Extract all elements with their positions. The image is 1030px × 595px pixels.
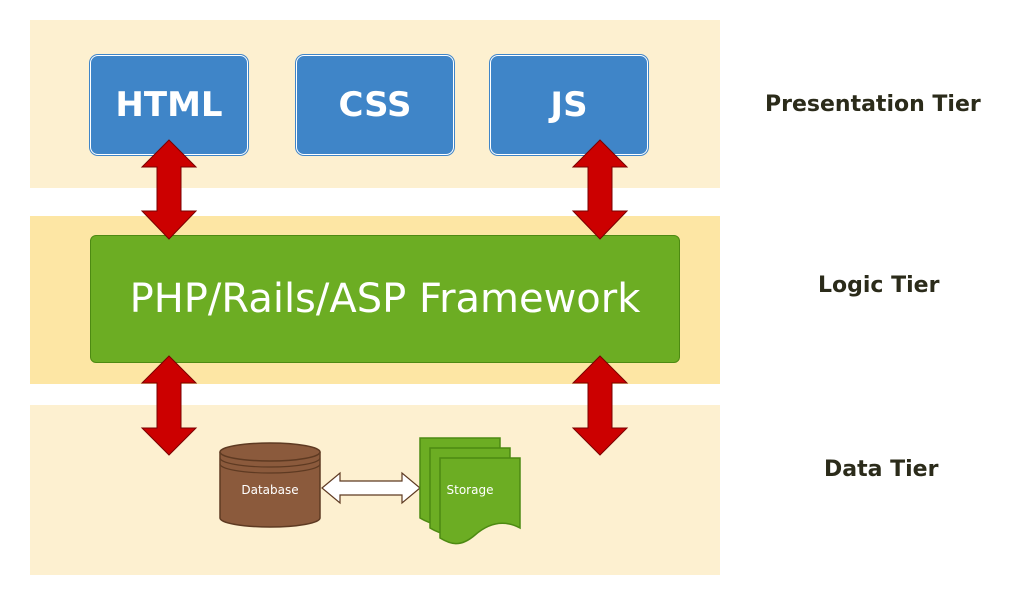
html-box: HTML bbox=[90, 55, 248, 155]
presentation-tier-label: Presentation Tier bbox=[765, 92, 981, 117]
logic-tier-label: Logic Tier bbox=[818, 273, 940, 298]
data-tier-label: Data Tier bbox=[824, 457, 939, 482]
js-box: JS bbox=[490, 55, 648, 155]
framework-box: PHP/Rails/ASP Framework bbox=[90, 235, 680, 363]
data-tier-band bbox=[30, 405, 720, 575]
css-box: CSS bbox=[296, 55, 454, 155]
